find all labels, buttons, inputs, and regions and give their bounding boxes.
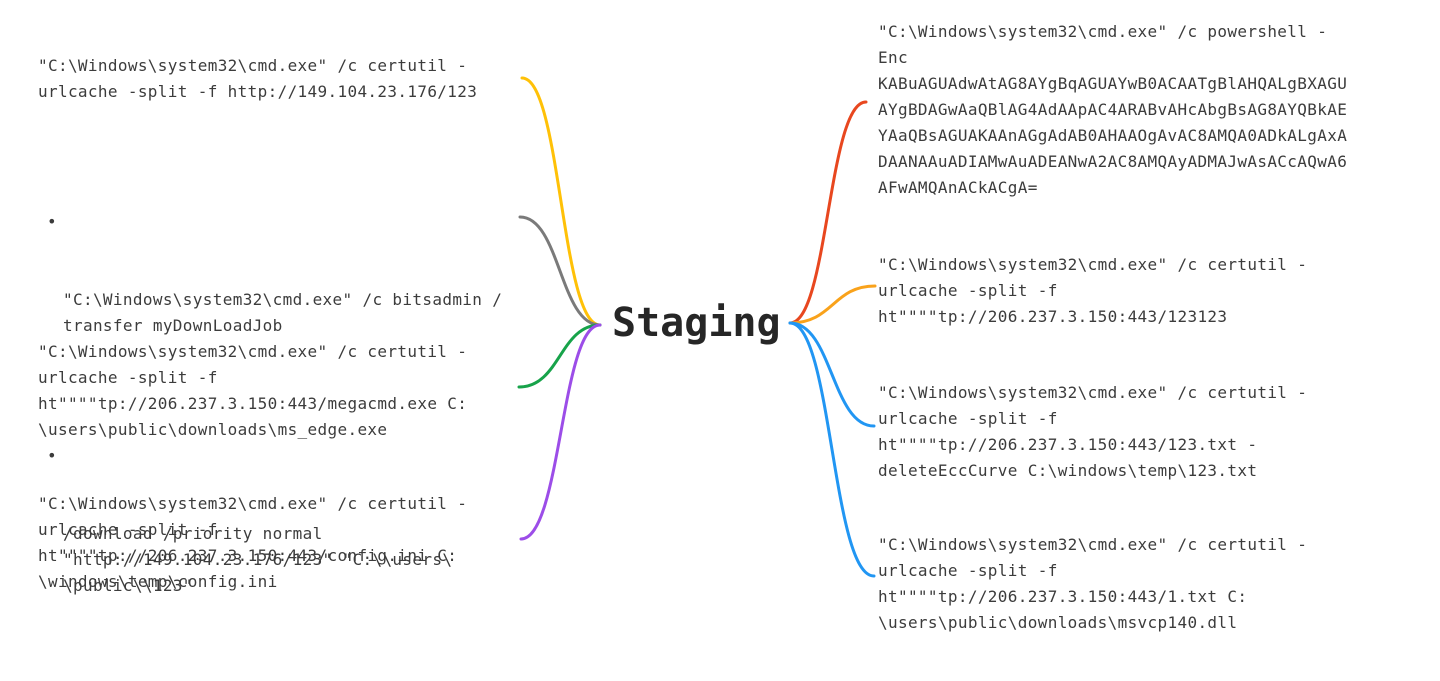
node-certutil-megacmd[interactable]: "C:\Windows\system32\cmd.exe" /c certuti… <box>38 342 468 439</box>
list-item: • "C:\Windows\system32\cmd.exe" /c bitsa… <box>37 209 502 391</box>
branch-curve-certutil-http-download <box>520 76 602 327</box>
branch-curve-certutil-megacmd <box>517 323 602 389</box>
node-certutil-1-txt[interactable]: "C:\Windows\system32\cmd.exe" /c certuti… <box>878 535 1308 632</box>
list-item: • /download /priority normal "http://149… <box>37 443 502 651</box>
branch-curve-certutil-1-txt <box>788 321 876 578</box>
branch-curve-bitsadmin-transfer <box>518 215 602 327</box>
node-certutil-123-txt[interactable]: "C:\Windows\system32\cmd.exe" /c certuti… <box>878 383 1308 480</box>
branch-curve-certutil-config <box>519 323 602 541</box>
bullet-text: /download /priority normal "http://149.1… <box>63 524 453 595</box>
branch-curve-certutil-123123 <box>788 284 877 325</box>
node-certutil-http-download[interactable]: "C:\Windows\system32\cmd.exe" /c certuti… <box>38 56 478 101</box>
node-certutil-123123[interactable]: "C:\Windows\system32\cmd.exe" /c certuti… <box>878 255 1308 326</box>
branch-curve-certutil-123-txt <box>788 321 876 428</box>
node-bitsadmin-transfer[interactable]: • "C:\Windows\system32\cmd.exe" /c bitsa… <box>37 157 502 681</box>
bullet-text: "C:\Windows\system32\cmd.exe" /c bitsadm… <box>63 290 503 335</box>
bullet-icon: • <box>47 446 57 465</box>
branch-curve-powershell-enc <box>788 100 868 325</box>
bullet-icon: • <box>47 212 57 231</box>
node-powershell-enc[interactable]: "C:\Windows\system32\cmd.exe" /c powersh… <box>878 22 1348 197</box>
node-certutil-config[interactable]: "C:\Windows\system32\cmd.exe" /c certuti… <box>38 494 468 591</box>
root-node-staging[interactable]: Staging <box>612 300 781 346</box>
